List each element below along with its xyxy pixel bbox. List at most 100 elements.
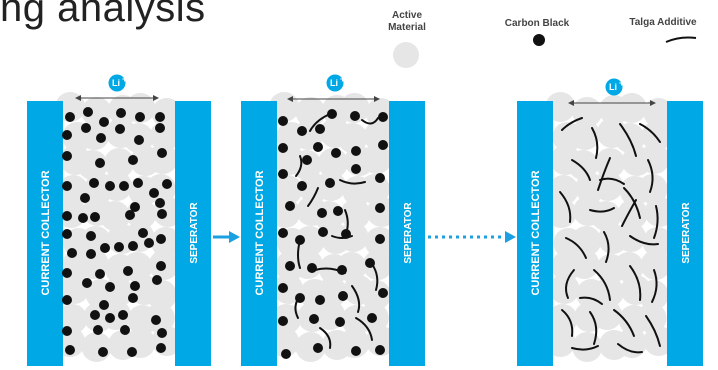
carbon-black-particle xyxy=(99,300,109,310)
talga-additive-fiber xyxy=(613,309,635,337)
li-ion-icon xyxy=(108,74,126,92)
active-material-particle xyxy=(81,332,112,362)
panel-2-separator-label: SEPERATOR xyxy=(403,202,414,264)
carbon-black-particle xyxy=(90,310,100,320)
carbon-black-particle xyxy=(130,281,140,291)
carbon-black-particle xyxy=(128,155,138,165)
carbon-black-particle xyxy=(90,212,100,222)
li-ion-badge-3: Li+ xyxy=(568,78,656,106)
active-material-particle xyxy=(639,144,670,174)
transition-arrow-1 xyxy=(213,231,240,243)
talga-additive-fiber xyxy=(617,343,643,354)
carbon-black-particle xyxy=(157,148,167,158)
carbon-black-particle xyxy=(98,347,108,357)
legend-carbon-black-swatch xyxy=(533,34,545,46)
talga-additive-fiber xyxy=(645,315,661,347)
carbon-black-particle xyxy=(115,124,125,134)
panel-1-separator: SEPERATOR xyxy=(175,101,211,366)
carbon-black-particle xyxy=(155,198,165,208)
active-material-particle xyxy=(294,226,325,256)
talga-additive-fiber xyxy=(319,327,332,349)
talga-additive-fiber xyxy=(565,237,587,259)
talga-additive-fiber xyxy=(629,235,659,246)
carbon-black-particle xyxy=(78,213,88,223)
carbon-black-particle xyxy=(156,234,166,244)
active-material-particle xyxy=(593,171,623,201)
active-material-particle xyxy=(272,175,303,205)
panel-1-carbon-black xyxy=(62,107,172,357)
carbon-black-particle xyxy=(315,124,325,134)
carbon-black-particle xyxy=(351,146,361,156)
active-material-particle xyxy=(616,93,647,123)
arrow-left-head xyxy=(287,96,293,102)
active-material-particle xyxy=(569,249,600,279)
talga-additive-fiber xyxy=(593,269,611,301)
carbon-black-particle xyxy=(149,188,159,198)
carbon-black-particle xyxy=(118,310,128,320)
talga-additive-fiber xyxy=(597,157,611,191)
carbon-black-particle xyxy=(105,313,115,323)
carbon-black-particle xyxy=(325,178,335,188)
carbon-black-particle xyxy=(135,112,145,122)
panel-1-current-collector: CURRENT COLLECTOR xyxy=(27,101,63,366)
carbon-black-particle xyxy=(375,203,385,213)
active-material-particle xyxy=(146,280,177,310)
carbon-black-particle xyxy=(82,278,92,288)
li-ion-superscript: + xyxy=(340,74,345,84)
talga-additive-fiber xyxy=(297,239,301,269)
carbon-black-particle xyxy=(67,248,77,258)
carbon-black-particle xyxy=(95,269,105,279)
panel-3-current-collector: CURRENT COLLECTOR xyxy=(517,101,553,366)
carbon-black-particle xyxy=(81,123,91,133)
arrow-left-head xyxy=(75,95,81,101)
carbon-black-particle xyxy=(278,283,288,293)
carbon-black-particle xyxy=(120,325,130,335)
talga-additive-fiber xyxy=(619,123,637,157)
active-material-particle xyxy=(640,250,671,280)
arrow-right-head xyxy=(374,96,380,102)
carbon-black-particle xyxy=(156,261,166,271)
li-ion-label: Li xyxy=(112,78,120,88)
panel-2-carbon-black xyxy=(278,109,388,359)
carbon-black-particle xyxy=(375,234,385,244)
talga-additive-fiber xyxy=(639,123,661,143)
talga-additive-fiber xyxy=(307,187,319,207)
talga-additive-fiber xyxy=(295,155,303,177)
carbon-black-particle xyxy=(133,178,143,188)
panel-2-active-material xyxy=(269,92,397,362)
li-ion-badge-1: Li+ xyxy=(75,74,159,101)
active-material-particle xyxy=(339,93,370,123)
talga-additive-fiber xyxy=(651,269,658,303)
active-material-particle xyxy=(295,332,326,362)
active-material-particle xyxy=(77,150,108,180)
carbon-black-particle xyxy=(96,133,106,143)
carbon-black-particle xyxy=(114,242,124,252)
talga-additive-fiber xyxy=(599,177,625,185)
carbon-black-particle xyxy=(281,349,291,359)
carbon-black-particle xyxy=(152,275,162,285)
active-material-particle xyxy=(547,304,578,334)
carbon-black-particle xyxy=(155,123,165,133)
carbon-black-particle xyxy=(93,325,103,335)
active-material-particle xyxy=(643,98,674,128)
carbon-black-particle xyxy=(144,238,154,248)
carbon-black-particle xyxy=(313,343,323,353)
carbon-black-particle xyxy=(86,231,96,241)
active-material-particle xyxy=(337,123,368,153)
talga-additive-fiber xyxy=(559,191,572,223)
carbon-black-particle xyxy=(62,268,72,278)
panel-1-collector-label: CURRENT COLLECTOR xyxy=(40,170,52,295)
carbon-black-particle xyxy=(80,193,90,203)
legend-talga-additive-label: Talga Additive xyxy=(629,17,697,28)
talga-additive-fiber xyxy=(565,269,575,299)
carbon-black-particle xyxy=(278,169,288,179)
carbon-black-particle xyxy=(378,112,388,122)
active-material-particle xyxy=(549,274,580,304)
panel-2-separator: SEPERATOR xyxy=(389,101,425,366)
talga-additive-fiber xyxy=(561,117,583,131)
carbon-black-particle xyxy=(89,178,99,188)
talga-additive-fiber xyxy=(571,159,591,181)
carbon-black-particle xyxy=(351,346,361,356)
carbon-black-particle xyxy=(315,295,325,305)
talga-additive-fiber xyxy=(653,205,659,239)
